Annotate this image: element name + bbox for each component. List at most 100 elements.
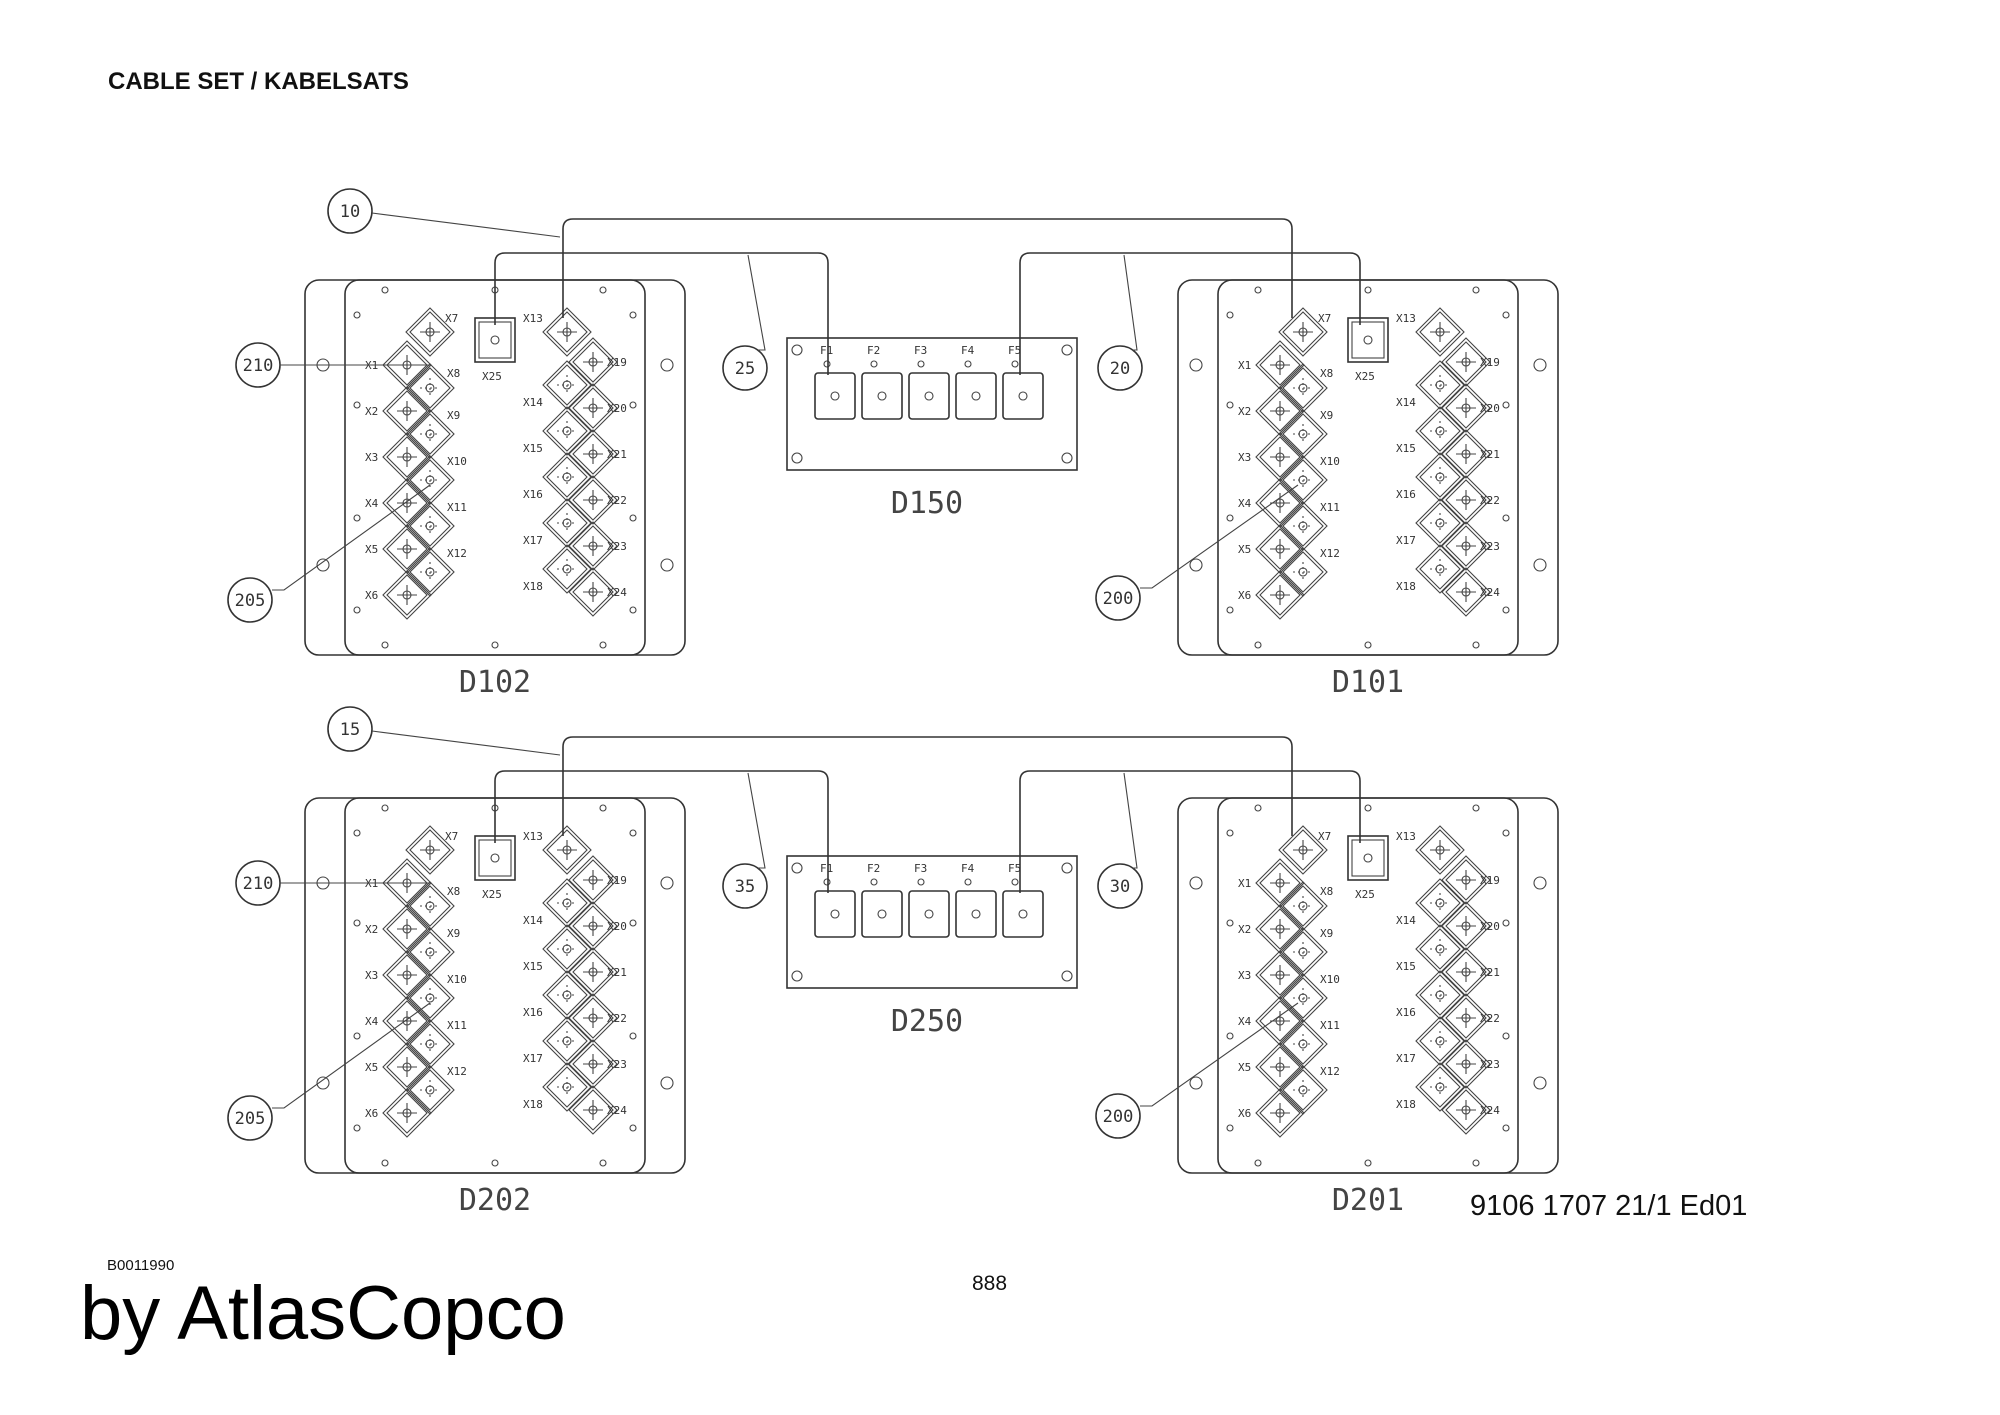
mounting-hole-icon (1189, 1076, 1203, 1090)
connector-label: X23 (1480, 1058, 1500, 1071)
connector-label: X16 (523, 1006, 543, 1019)
mounting-hole-icon (823, 878, 831, 886)
connector-label: X3 (1238, 969, 1251, 982)
connector-label: X10 (447, 455, 467, 468)
box-name: D202 (459, 1183, 531, 1218)
connector-socket-icon (1441, 521, 1491, 571)
callout-right-b (1095, 575, 1141, 621)
mounting-hole-icon (1226, 1032, 1234, 1040)
connector-label: X8 (447, 367, 460, 380)
mounting-hole-icon (1254, 286, 1262, 294)
connector-socket-icon (1415, 878, 1465, 928)
connector-label: X19 (607, 356, 627, 369)
mounting-hole-icon (353, 311, 361, 319)
fuse-label: F4 (961, 344, 975, 357)
connector-label: X12 (1320, 1065, 1340, 1078)
connector-label: X17 (1396, 1052, 1416, 1065)
connector-socket-icon (382, 904, 432, 954)
mounting-hole-icon (791, 862, 803, 874)
connector-label: X7 (445, 312, 458, 325)
connector-socket-icon (568, 337, 618, 387)
connector-socket-icon (542, 1062, 592, 1112)
connector-socket-icon (405, 307, 455, 357)
fuse-panel-plate (786, 337, 1078, 471)
connector-label: X1 (1238, 877, 1251, 890)
mounting-hole-icon (629, 1124, 637, 1132)
mounting-hole-icon (491, 1159, 499, 1167)
connector-socket-icon (1441, 901, 1491, 951)
mounting-hole-icon (381, 804, 389, 812)
connector-socket-icon (1415, 1062, 1465, 1112)
mounting-hole-icon (660, 558, 674, 572)
connector-label: X16 (1396, 1006, 1416, 1019)
callout-cable-long (327, 188, 373, 234)
leader-line (1140, 1002, 1299, 1107)
mounting-hole-icon (1502, 311, 1510, 319)
connector-label: X21 (1480, 966, 1500, 979)
mounting-hole-icon (599, 804, 607, 812)
callout-cable-right (1097, 345, 1143, 391)
callout-number: 205 (235, 591, 266, 611)
connector-socket-icon (542, 406, 592, 456)
connector-label: X25 (482, 370, 502, 383)
mounting-hole-icon (870, 360, 878, 368)
connector-socket-icon (1441, 337, 1491, 387)
mounting-hole-icon (1061, 862, 1073, 874)
connector-socket-icon (542, 878, 592, 928)
mounting-hole-icon (1254, 804, 1262, 812)
callout-number: 205 (235, 1109, 266, 1129)
fuse-label: F2 (867, 862, 880, 875)
connector-label: X14 (1396, 396, 1416, 409)
connector-label: X20 (1480, 402, 1500, 415)
connector-label: X6 (365, 1107, 378, 1120)
fuse-panel-plate (786, 855, 1078, 989)
mounting-hole-icon (964, 878, 972, 886)
mounting-hole-icon (1472, 1159, 1480, 1167)
connector-socket-icon (405, 363, 455, 413)
connector-label: X9 (1320, 409, 1333, 422)
mounting-hole-icon (917, 878, 925, 886)
connector-label: X17 (523, 1052, 543, 1065)
connector-socket-icon (1415, 1016, 1465, 1066)
connector-label: X4 (365, 497, 379, 510)
connector-label: X16 (523, 488, 543, 501)
connector-label: X13 (1396, 830, 1416, 843)
mounting-hole-icon (353, 1032, 361, 1040)
connector-label: X22 (1480, 494, 1500, 507)
fuse-socket (908, 372, 950, 420)
mounting-hole-icon (629, 401, 637, 409)
connector-socket-icon (382, 432, 432, 482)
connector-socket-icon (1415, 360, 1465, 410)
connector-label: X5 (1238, 543, 1251, 556)
connector-label: X11 (1320, 1019, 1340, 1032)
page-title: CABLE SET / KABELSATS (108, 68, 409, 95)
mounting-hole-icon (1226, 919, 1234, 927)
connector-label: X3 (365, 969, 378, 982)
connector-socket-icon (1255, 950, 1305, 1000)
mounting-hole-icon (316, 1076, 330, 1090)
connector-label: X7 (1318, 830, 1331, 843)
document-id: B0011990 (107, 1257, 175, 1274)
connector-label: X14 (523, 396, 543, 409)
mounting-hole-icon (1254, 641, 1262, 649)
callout-number: 25 (735, 359, 755, 379)
inner-plate (1217, 797, 1519, 1174)
mounting-hole-icon (1502, 829, 1510, 837)
connector-socket-icon (1441, 855, 1491, 905)
connector-label: X17 (523, 534, 543, 547)
brand-text: by AtlasCopco (80, 1271, 566, 1356)
callout-number: 200 (1103, 589, 1134, 609)
mounting-hole-icon (629, 514, 637, 522)
mounting-hole-icon (1502, 1124, 1510, 1132)
mounting-hole-icon (1472, 641, 1480, 649)
connector-socket-icon (382, 524, 432, 574)
connector-socket-icon (1415, 544, 1465, 594)
connector-socket-icon (1255, 904, 1305, 954)
connector-socket-icon (1415, 498, 1465, 548)
leader-line (1123, 254, 1138, 351)
